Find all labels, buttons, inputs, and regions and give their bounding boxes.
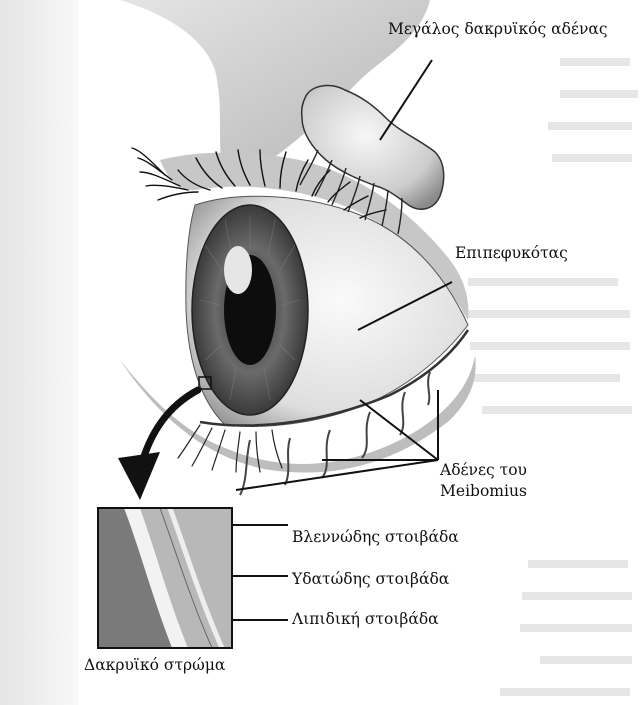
lipid-layer-label: Λιπιδική στοιβάδα <box>292 612 439 628</box>
tear-film-inset <box>98 508 232 648</box>
meibomian-glands-label: Αδένες του Meibomius <box>440 460 527 502</box>
meibomian-label-line2: Meibomius <box>440 481 527 502</box>
conjunctiva-label: Επιπεφυκότας <box>455 246 568 262</box>
tear-film-label: Δακρυϊκό στρώμα <box>84 658 225 674</box>
aqueous-layer-label: Υδατώδης στοιβάδα <box>292 572 449 588</box>
lacrimal-gland-label: Μεγάλος δακρυϊκός αδένας <box>388 22 608 38</box>
mucus-layer-label: Βλεννώδης στοιβάδα <box>292 530 459 546</box>
meibomian-label-line1: Αδένες του <box>440 460 527 481</box>
left-shadow <box>0 0 78 705</box>
eye-highlight <box>224 246 252 294</box>
